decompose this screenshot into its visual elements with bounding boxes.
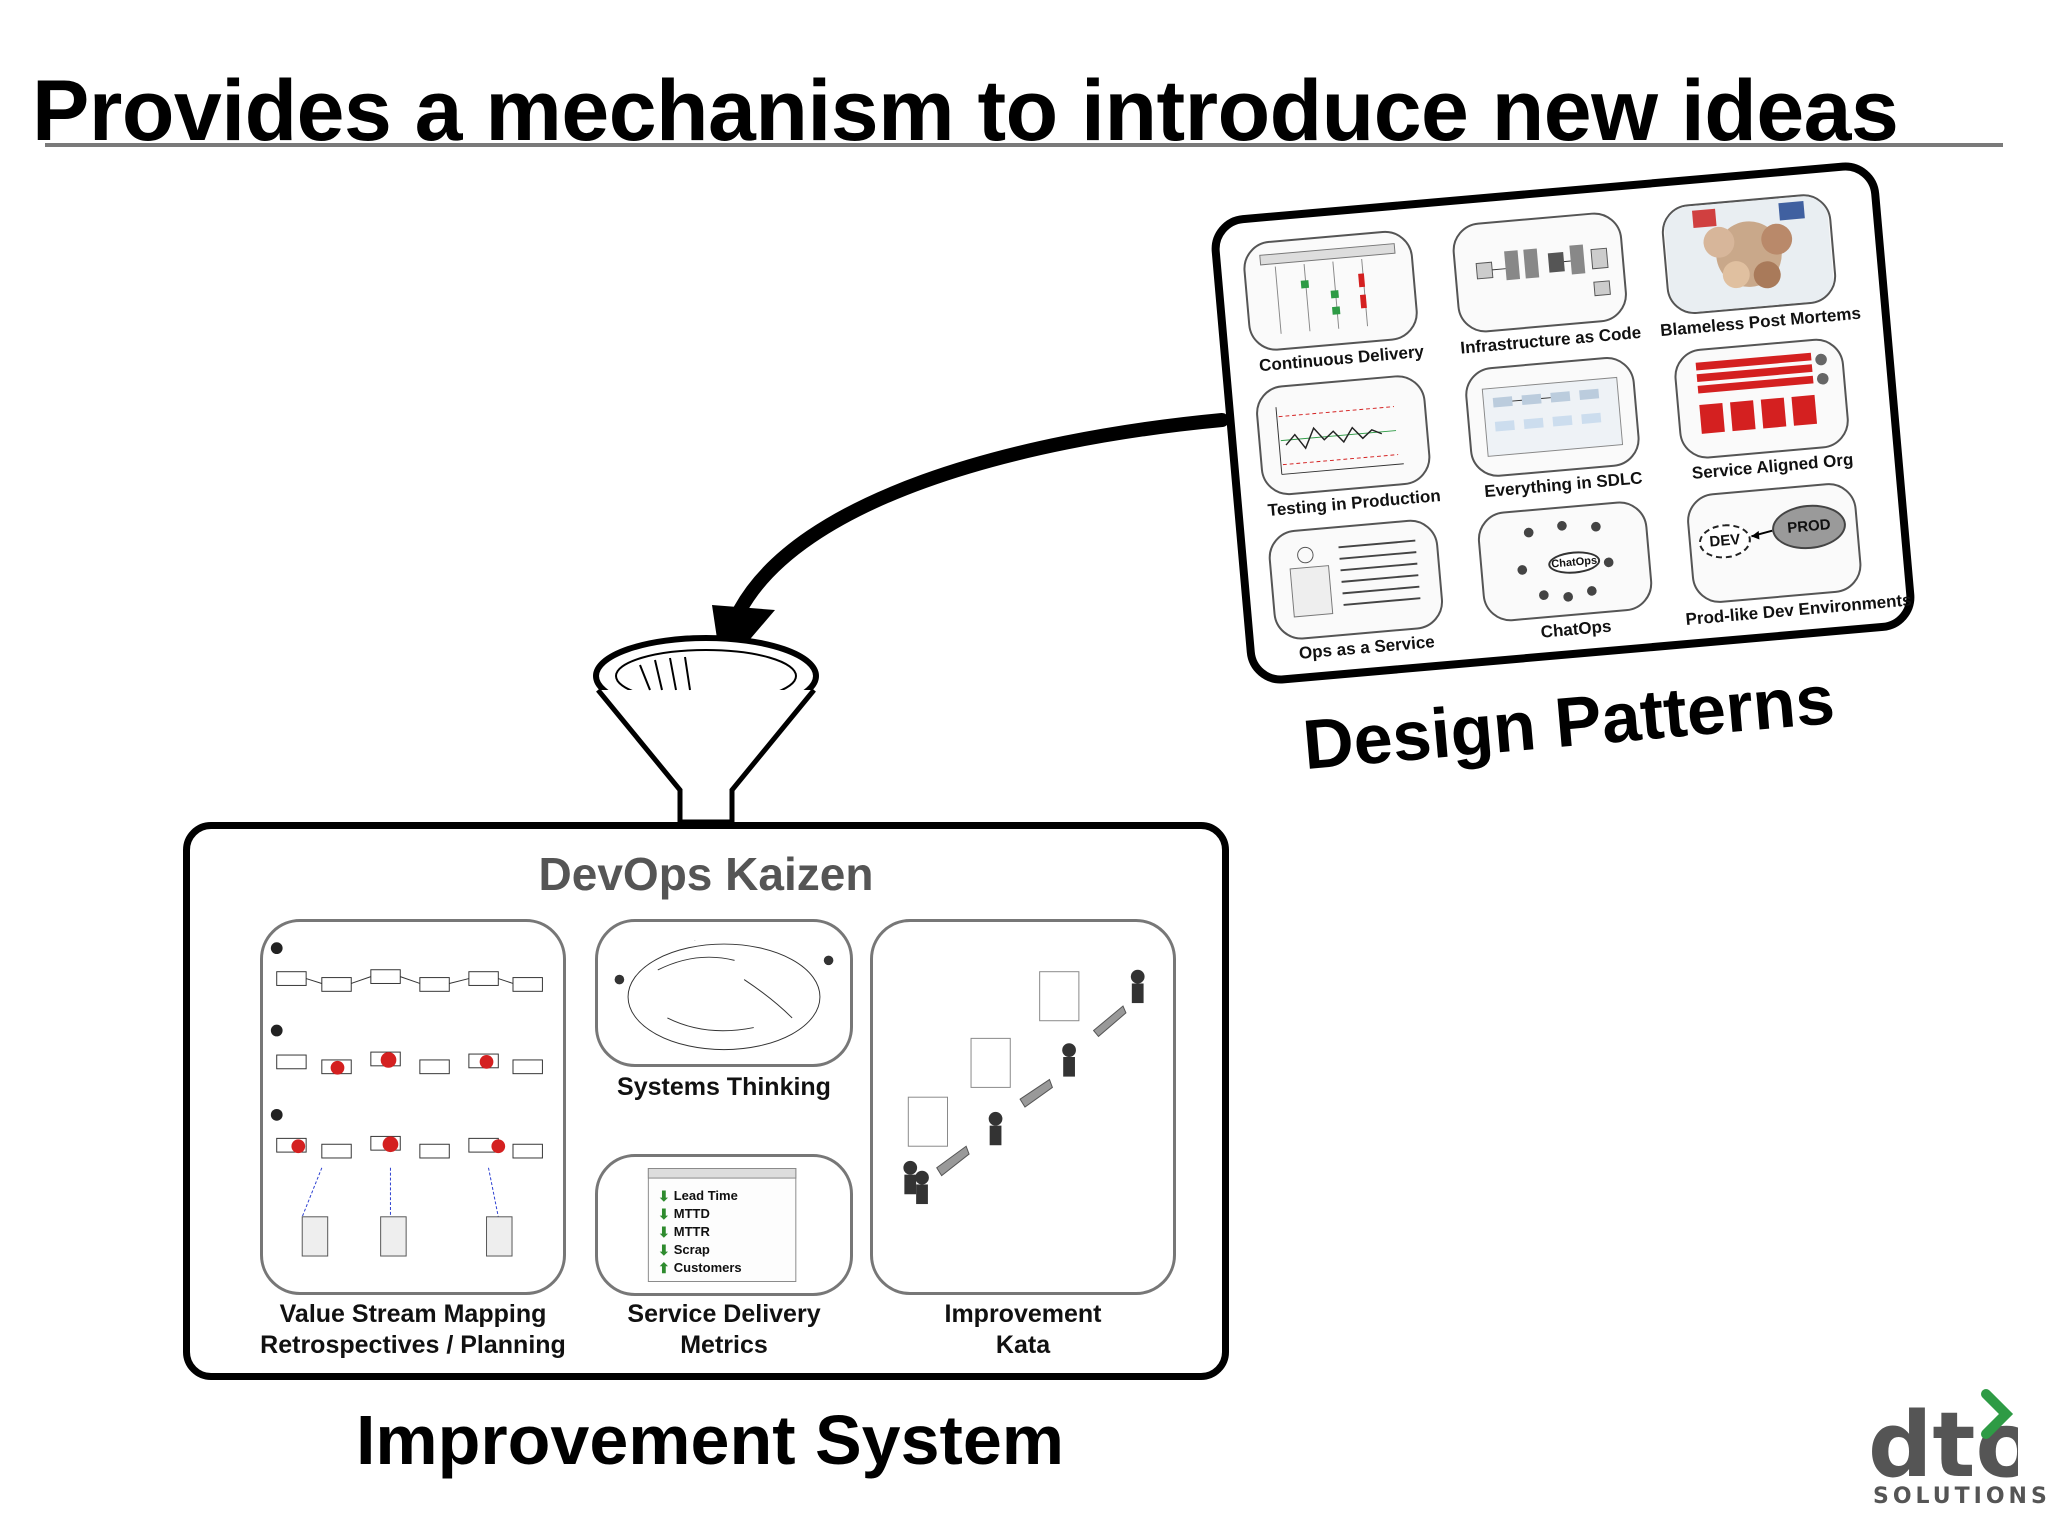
devops-kaizen-box: DevOps Kaizen Value Stream Mapping Retro… bbox=[183, 822, 1229, 1380]
pattern-chatops: ChatOps ChatOps bbox=[1466, 497, 1678, 659]
metrics-label-line1: Service Delivery bbox=[627, 1300, 821, 1328]
control-chart-icon bbox=[1253, 373, 1433, 498]
kata-label-line1: Improvement bbox=[944, 1300, 1102, 1328]
service-delivery-metrics-panel: ⬇Lead Time ⬇MTTD ⬇MTTR ⬇Scrap ⬆Customers bbox=[595, 1154, 853, 1296]
systems-thinking-label: Systems Thinking bbox=[617, 1073, 831, 1101]
flow-arrow-head bbox=[712, 605, 775, 672]
design-patterns-caption: Design Patterns bbox=[1299, 659, 1838, 785]
svg-text:.: . bbox=[694, 938, 695, 943]
improvement-kata-panel bbox=[870, 919, 1176, 1295]
up-arrow-icon: ⬆ bbox=[658, 1260, 670, 1276]
pattern-continuous-delivery: Continuous Delivery bbox=[1231, 227, 1443, 389]
team-hands-photo bbox=[1659, 191, 1839, 317]
title-underline bbox=[45, 143, 2003, 147]
metric-label: Customers bbox=[673, 1260, 742, 1275]
down-arrow-icon: ⬇ bbox=[658, 1206, 670, 1222]
value-stream-label-line2: Retrospectives / Planning bbox=[260, 1331, 566, 1359]
metrics-list: ⬇Lead Time ⬇MTTD ⬇MTTR ⬇Scrap ⬆Customers bbox=[658, 1187, 742, 1277]
pattern-service-aligned-org: Service Aligned Org bbox=[1662, 335, 1874, 497]
kata-label: Improvement Kata bbox=[870, 1299, 1176, 1361]
metric-label: MTTR bbox=[673, 1224, 710, 1239]
down-arrow-icon: ⬇ bbox=[658, 1224, 670, 1240]
funnel-icon bbox=[593, 635, 819, 825]
kaizen-title: DevOps Kaizen bbox=[538, 848, 874, 900]
pattern-blameless-post-mortems: Blameless Post Mortems bbox=[1650, 190, 1862, 352]
logo-subtitle: SOLUTIONS bbox=[1873, 1484, 2048, 1509]
pattern-infrastructure-as-code: Infrastructure as Code bbox=[1440, 209, 1652, 371]
metric-label: MTTD bbox=[673, 1206, 710, 1221]
value-stream-label-line1: Value Stream Mapping bbox=[279, 1300, 547, 1328]
pattern-everything-in-sdlc: Everything in SDLC bbox=[1453, 353, 1665, 515]
value-stream-label: Value Stream Mapping Retrospectives / Pl… bbox=[230, 1299, 596, 1361]
metric-row: ⬆Customers bbox=[658, 1259, 742, 1277]
metric-label: Scrap bbox=[673, 1242, 710, 1257]
dev-prod-icon: DEV PROD bbox=[1684, 480, 1864, 606]
flow-arrow-path bbox=[733, 413, 1229, 617]
pattern-ops-as-a-service: Ops as a Service bbox=[1256, 516, 1468, 678]
metrics-label: Service Delivery Metrics bbox=[595, 1299, 853, 1361]
metric-row: ⬇Scrap bbox=[658, 1241, 742, 1259]
pattern-prod-like-dev: DEV PROD Prod-like Dev Environments bbox=[1675, 479, 1912, 641]
kata-label-line2: Kata bbox=[995, 1331, 1051, 1359]
org-teams-icon bbox=[1672, 336, 1852, 461]
down-arrow-icon: ⬇ bbox=[658, 1242, 670, 1258]
service-catalog-icon bbox=[1266, 517, 1446, 642]
metric-label: Lead Time bbox=[673, 1188, 738, 1203]
chat-people-icon: ChatOps bbox=[1475, 499, 1655, 624]
logo-mark: dto bbox=[1868, 1393, 2018, 1498]
metric-row: ⬇MTTR bbox=[658, 1223, 742, 1241]
down-arrow-icon: ⬇ bbox=[658, 1188, 670, 1204]
improvement-system-caption: Improvement System bbox=[355, 1401, 1065, 1479]
metrics-label-line2: Metrics bbox=[680, 1331, 768, 1359]
value-stream-map-panel bbox=[260, 919, 566, 1295]
pattern-testing-in-production: Testing in Production bbox=[1244, 371, 1456, 533]
design-patterns-card: Continuous Delivery Infrastructure as Co… bbox=[1208, 159, 1918, 687]
flowchart-icon bbox=[1462, 354, 1642, 480]
dto-logo-icon: dto bbox=[1868, 1389, 2018, 1498]
pipeline-diagram-icon bbox=[1241, 228, 1421, 353]
metric-row: ⬇Lead Time bbox=[658, 1187, 742, 1205]
systems-thinking-panel: . bbox=[595, 919, 853, 1067]
servers-diagram-icon bbox=[1450, 210, 1630, 335]
metric-row: ⬇MTTD bbox=[658, 1205, 742, 1223]
